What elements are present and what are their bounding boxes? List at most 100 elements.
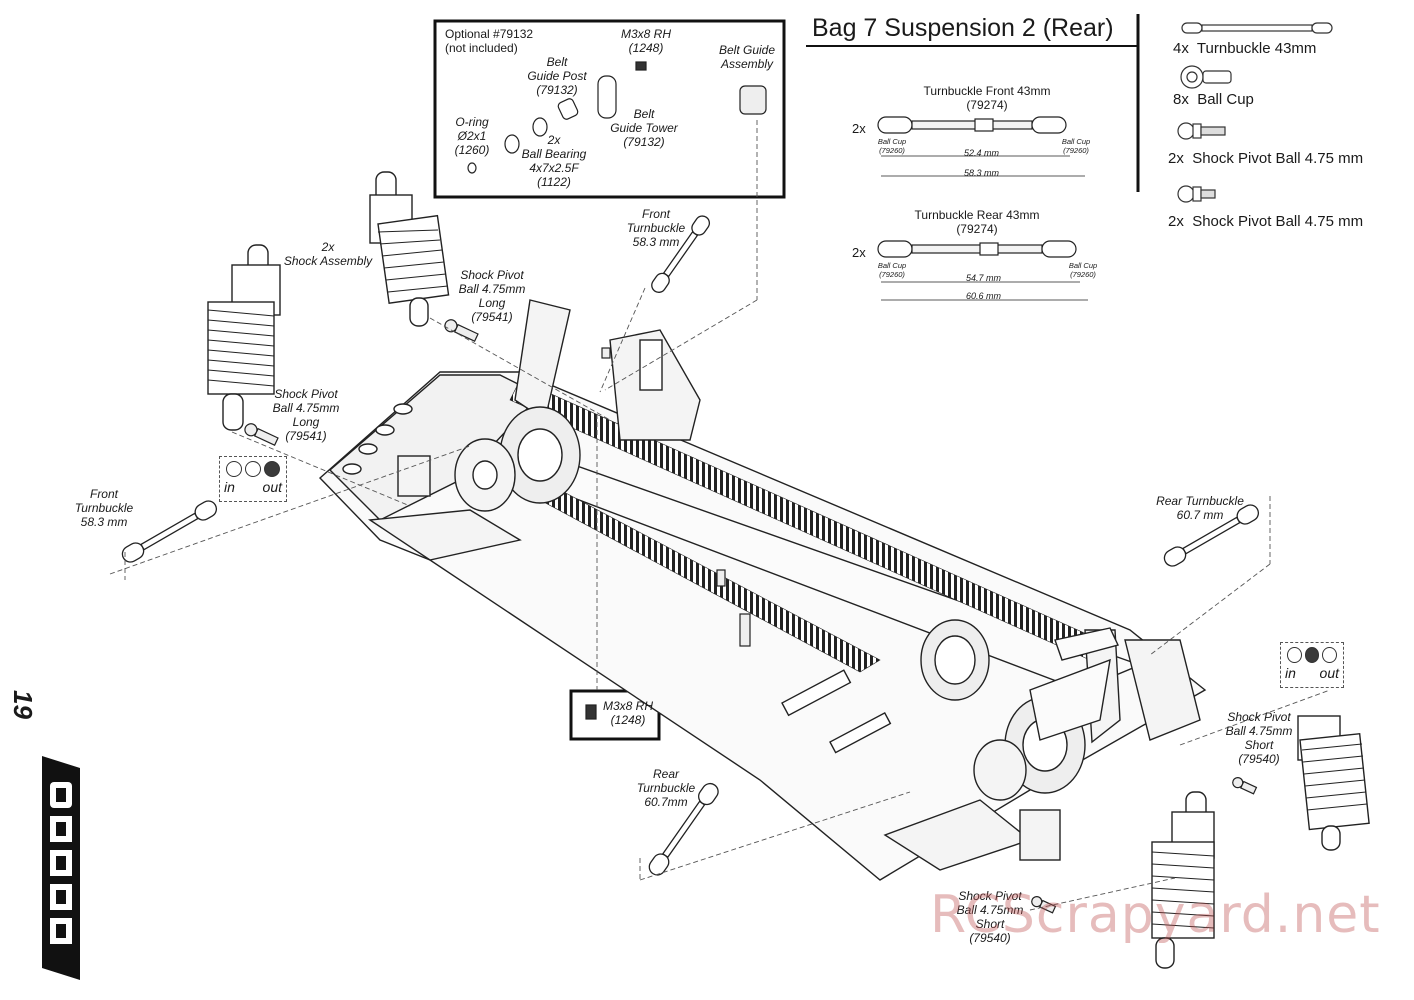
ball-bearing-label: 2x Ball Bearing 4x7x2.5F (1122) xyxy=(516,133,592,189)
position-holes xyxy=(220,457,286,477)
shock-pivot-ball-bottom xyxy=(1031,896,1057,914)
ball-cup-name: Ball Cup xyxy=(1061,137,1091,146)
dim-inner: 54.7 mm xyxy=(966,273,1002,283)
brand-logo xyxy=(42,756,80,980)
screw-box-part xyxy=(585,704,597,720)
label-line: Shock Pivot xyxy=(958,889,1022,903)
rear-upper-deck xyxy=(1029,658,1111,741)
part-qty: 8x xyxy=(1173,91,1189,108)
label-line: (1260) xyxy=(454,143,490,157)
label-line: Ø2x1 xyxy=(457,129,487,143)
label-line: Front xyxy=(89,487,118,501)
part-qty: 4x xyxy=(1173,40,1189,57)
belt-guide-tower-part xyxy=(597,75,617,119)
spec-code: (79274) xyxy=(956,222,998,236)
hole-icon xyxy=(1287,647,1302,663)
belt-guide-assembly-label: Belt Guide Assembly xyxy=(712,43,782,71)
chassis xyxy=(318,371,1207,881)
ball-cup-code: (79260) xyxy=(879,146,905,155)
label-line: 2x xyxy=(547,133,561,147)
in-label: in xyxy=(224,479,235,495)
spec-code: (79274) xyxy=(966,98,1008,112)
front-c-hub xyxy=(639,339,663,391)
rear-turnbuckle-label: Rear Turnbuckle 60.7 mm xyxy=(1148,494,1252,522)
bearing-screw xyxy=(601,347,611,359)
ball-cup-code: (79260) xyxy=(1070,270,1096,279)
chassis-hole xyxy=(342,463,362,475)
label-line: Assembly xyxy=(720,57,773,71)
ball-cup-code: (79260) xyxy=(879,270,905,279)
label-line: Belt xyxy=(633,107,655,121)
belt-guide-assembly-part xyxy=(739,85,767,115)
shock-pivot-ball-top xyxy=(444,319,479,343)
hole-icon xyxy=(1322,647,1338,663)
spec-qty: 2x xyxy=(852,121,866,136)
label-line: (79540) xyxy=(1238,752,1280,766)
optional-box-frame xyxy=(433,19,786,199)
belt-guide-post-part xyxy=(557,98,579,120)
shock-pivot-ball-left xyxy=(244,423,279,447)
shock-pivot-ball-long-icon xyxy=(1177,122,1226,140)
position-holes xyxy=(1281,643,1343,663)
ball-cup-label: Ball Cup (79260) xyxy=(1063,261,1103,279)
label-line: 2x xyxy=(321,240,335,254)
screw-box-label: M3x8 RH (1248) xyxy=(598,699,658,727)
parts-list-item: 4x Turnbuckle 43mm xyxy=(1173,40,1316,57)
shock-pivot-ball-short-icon xyxy=(1177,185,1216,203)
label-line: Shock Assembly xyxy=(283,254,373,268)
ball-cup-name: Ball Cup xyxy=(877,137,907,146)
rear-brace xyxy=(1054,627,1119,661)
chassis-slot xyxy=(829,711,892,754)
chassis-post xyxy=(739,613,751,647)
shock-spring xyxy=(207,301,275,395)
rear-turnbuckle-bottom xyxy=(648,782,719,876)
front-pulley-hub xyxy=(517,428,563,482)
shock-rod-end xyxy=(222,393,244,431)
label-line: 60.7 mm xyxy=(1176,508,1224,522)
chassis-post xyxy=(716,569,726,587)
page-title: Bag 7 Suspension 2 (Rear) xyxy=(812,14,1114,42)
dim-outer: 58.3 mm xyxy=(964,168,1000,178)
ball-cup-name: Ball Cup xyxy=(877,261,907,270)
label-line: (79540) xyxy=(969,931,1011,945)
label-line: Ball Bearing xyxy=(521,147,587,161)
front-hub-carrier xyxy=(397,455,431,497)
label-line: Ball 4.75mm xyxy=(458,282,526,296)
front-turnbuckle-label: Front Turnbuckle 58.3 mm xyxy=(68,487,140,529)
chassis-hole xyxy=(375,424,395,436)
label-line: Guide Tower xyxy=(610,121,678,135)
label-line: 4x7x2.5F xyxy=(529,161,579,175)
shock-pivot-long-label: Shock Pivot Ball 4.75mm Long (79541) xyxy=(266,387,346,443)
label-line: Turnbuckle xyxy=(626,221,686,235)
label-line: Short xyxy=(975,917,1005,931)
label-line: M3x8 RH xyxy=(602,699,653,713)
label-line: Shock Pivot xyxy=(1227,710,1291,724)
turnbuckle-front-drawing xyxy=(877,116,1085,177)
label-line: (79541) xyxy=(471,310,513,324)
label-line: Turnbuckle xyxy=(636,781,696,795)
parts-list-item: 2x Shock Pivot Ball 4.75 mm xyxy=(1168,150,1363,167)
hole-selected-icon xyxy=(264,461,280,477)
label-line: (1248) xyxy=(610,713,646,727)
label-line: Turnbuckle xyxy=(74,501,134,515)
ball-cup-label: Ball Cup (79260) xyxy=(872,261,912,279)
chassis-hole xyxy=(393,403,413,415)
shock-rod-end xyxy=(1155,937,1175,969)
part-name: Ball Cup xyxy=(1197,91,1254,108)
shock-pivot-short-label: Shock Pivot Ball 4.75mm Short (79540) xyxy=(951,889,1029,945)
chassis-hole xyxy=(358,443,378,455)
o-ring-part xyxy=(467,162,477,174)
label-line: (79132) xyxy=(623,135,665,149)
hole-selected-icon xyxy=(1304,647,1320,663)
position-labels: in out xyxy=(220,477,286,497)
label-line: (79132) xyxy=(536,83,578,97)
rear-turnbuckle-label: Rear Turnbuckle 60.7mm xyxy=(630,767,702,809)
optional-header: Optional #79132 (not included) xyxy=(445,27,533,55)
o-ring-label: O-ring Ø2x1 (1260) xyxy=(447,115,497,157)
position-labels: in out xyxy=(1281,663,1343,683)
front-diff-hub xyxy=(472,460,498,490)
shock-left xyxy=(207,244,281,431)
parts-list-item: 8x Ball Cup xyxy=(1173,91,1254,108)
turnbuckle-rear-spec: Turnbuckle Rear 43mm (79274) xyxy=(902,208,1052,236)
